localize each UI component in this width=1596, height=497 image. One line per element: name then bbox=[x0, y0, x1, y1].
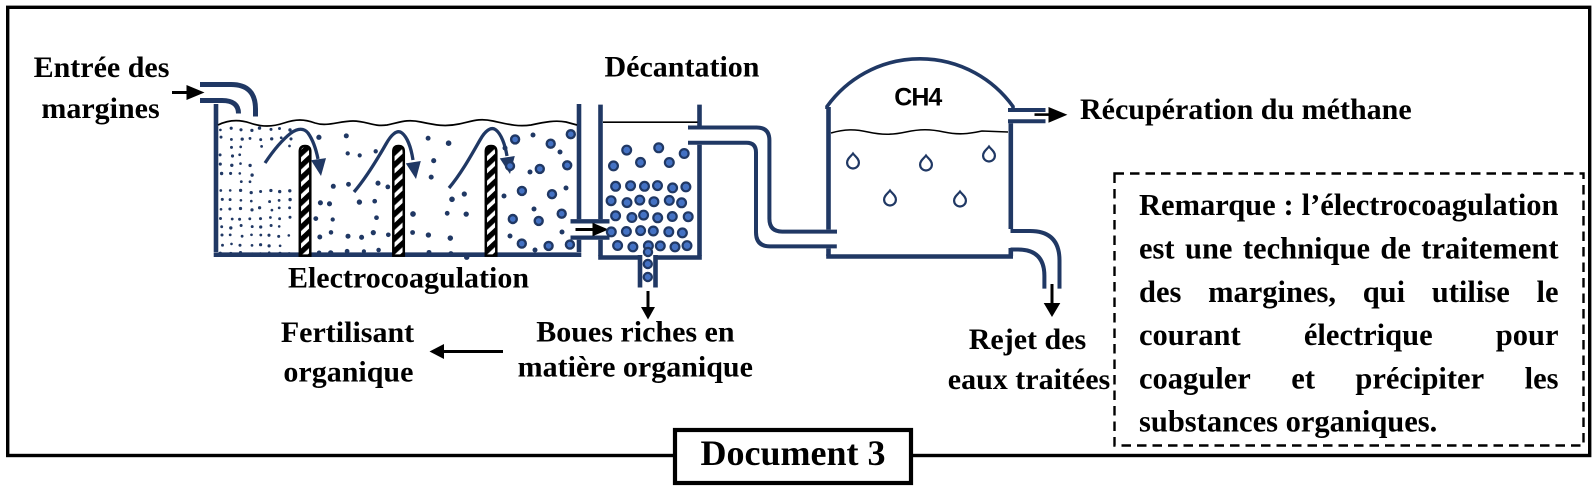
svg-text:coaguler: coaguler bbox=[1139, 361, 1251, 395]
svg-text:une: une bbox=[1185, 232, 1232, 266]
svg-text:des: des bbox=[1139, 275, 1182, 309]
svg-text:Document 3: Document 3 bbox=[701, 433, 886, 473]
svg-text:utilise: utilise bbox=[1432, 275, 1510, 309]
svg-text:le: le bbox=[1537, 275, 1559, 309]
svg-text:margines,: margines, bbox=[1208, 275, 1336, 309]
svg-text:CH4: CH4 bbox=[894, 84, 942, 112]
svg-text:qui: qui bbox=[1363, 275, 1406, 309]
svg-text:substances organiques.: substances organiques. bbox=[1139, 405, 1437, 439]
svg-text:l’électrocoagulation: l’électrocoagulation bbox=[1302, 188, 1559, 222]
svg-text:matière organique: matière organique bbox=[518, 351, 753, 384]
svg-text:Electrocoagulation: Electrocoagulation bbox=[288, 262, 529, 295]
svg-text:précipiter: précipiter bbox=[1355, 361, 1484, 395]
svg-text:de: de bbox=[1380, 232, 1411, 266]
svg-text:Récupération du méthane: Récupération du méthane bbox=[1080, 93, 1412, 126]
svg-text:est: est bbox=[1139, 232, 1175, 266]
svg-text:traitement: traitement bbox=[1421, 232, 1559, 266]
svg-text:et: et bbox=[1291, 361, 1316, 395]
svg-text:eaux traitées: eaux traitées bbox=[948, 363, 1110, 396]
svg-text:les: les bbox=[1525, 361, 1559, 395]
svg-text:Décantation: Décantation bbox=[605, 51, 760, 84]
svg-text:Remarque: Remarque bbox=[1139, 188, 1276, 222]
svg-text::: : bbox=[1284, 188, 1294, 222]
svg-text:Boues riches en: Boues riches en bbox=[536, 316, 735, 349]
svg-text:pour: pour bbox=[1496, 318, 1559, 352]
svg-text:courant: courant bbox=[1139, 318, 1242, 352]
svg-text:Entrée des: Entrée des bbox=[34, 51, 170, 84]
svg-text:organique: organique bbox=[283, 355, 413, 388]
svg-text:margines: margines bbox=[41, 92, 159, 125]
svg-text:Fertilisant: Fertilisant bbox=[281, 316, 414, 349]
svg-text:électrique: électrique bbox=[1304, 318, 1433, 352]
svg-text:technique: technique bbox=[1243, 232, 1370, 266]
svg-text:Rejet des: Rejet des bbox=[969, 323, 1086, 356]
